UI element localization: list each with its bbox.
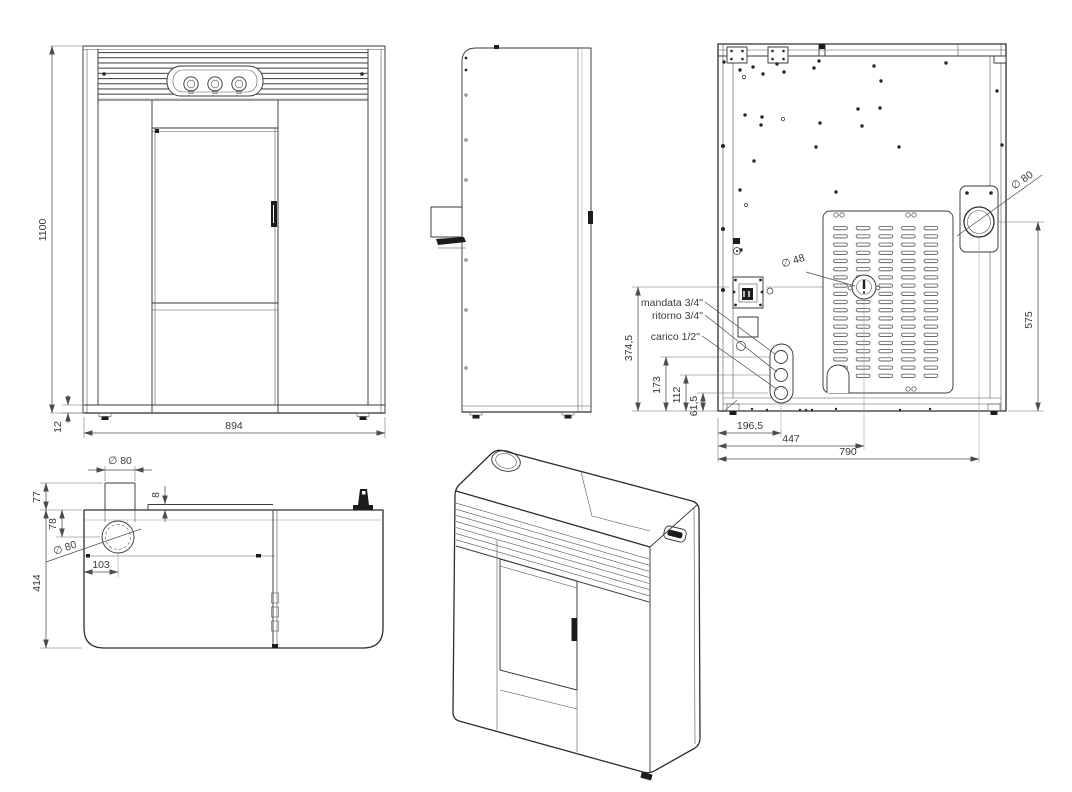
dim-smoke-offset: 447 bbox=[782, 433, 800, 445]
front-feet bbox=[98, 412, 370, 420]
dim-front-height: 1100 bbox=[37, 219, 49, 242]
top-outline bbox=[83, 509, 384, 649]
top-view: ∅ 80 77 78 ∅ 80 103 414 8 bbox=[31, 455, 384, 649]
cable-cutout bbox=[826, 364, 850, 393]
dim-flue-offset: 790 bbox=[839, 446, 857, 458]
mandata-pipe bbox=[774, 350, 788, 364]
dim-flue-center-from-rear: 78 bbox=[47, 518, 59, 530]
dim-depth: 414 bbox=[31, 574, 43, 592]
rear-screws bbox=[721, 59, 1004, 412]
label-ritorno: ritorno 3/4" bbox=[652, 310, 703, 322]
dim-flue-center-from-left: 103 bbox=[92, 559, 110, 571]
side-door-handle bbox=[588, 211, 593, 224]
control-knob bbox=[183, 76, 199, 94]
rear-labels: mandata 3/4" ritorno 3/4" carico 1/2" ∅ … bbox=[641, 169, 1043, 391]
rear-hinges bbox=[726, 46, 1007, 64]
front-view: 1100 12 894 bbox=[37, 45, 386, 438]
dim-flue-diameter-top: ∅ 80 bbox=[108, 455, 132, 467]
iso-outline bbox=[452, 449, 701, 774]
label-smoke-diameter: ∅ 48 bbox=[780, 252, 806, 270]
side-rear-screws bbox=[464, 56, 468, 370]
control-knob bbox=[231, 76, 247, 94]
rear-view: mandata 3/4" ritorno 3/4" carico 1/2" ∅ … bbox=[623, 43, 1044, 463]
dim-mandata-height: 173 bbox=[651, 376, 663, 394]
side-rear-box bbox=[430, 206, 463, 238]
side-rear-handle bbox=[436, 237, 466, 245]
dim-flue-height: 575 bbox=[1023, 311, 1035, 329]
dim-pipes-offset: 196,5 bbox=[737, 420, 763, 432]
rear-feet bbox=[726, 403, 1001, 415]
air-opening bbox=[737, 316, 759, 338]
dim-flue-stub: 77 bbox=[31, 491, 43, 503]
ritorno-pipe bbox=[774, 368, 788, 382]
top-flue-stub bbox=[101, 482, 136, 554]
dim-front-width: 894 bbox=[225, 420, 243, 432]
dim-carico-height: 61,5 bbox=[688, 396, 700, 417]
top-door-handle bbox=[353, 489, 373, 510]
front-control-panel bbox=[166, 65, 264, 97]
side-outline bbox=[461, 47, 592, 413]
drain-knob bbox=[736, 341, 746, 351]
rear-dimensions: 374,5 173 112 61,5 196,5 447 790 575 bbox=[623, 221, 1044, 463]
isometric-view bbox=[452, 449, 701, 781]
rear-louver-panel bbox=[822, 210, 954, 394]
top-dimensions: ∅ 80 77 78 ∅ 80 103 414 8 bbox=[31, 455, 168, 649]
label-carico: carico 1/2" bbox=[651, 331, 701, 343]
dim-flue-diameter-plan: ∅ 80 bbox=[52, 539, 79, 558]
smoke-inlet bbox=[847, 274, 881, 300]
iso-louver-band bbox=[455, 502, 650, 603]
power-socket bbox=[732, 238, 774, 351]
front-dimensions: 1100 12 894 bbox=[37, 45, 386, 438]
dim-ritorno-height: 112 bbox=[671, 386, 683, 403]
front-door bbox=[151, 100, 279, 413]
dim-lid-gap: 8 bbox=[150, 492, 162, 498]
iso-foot bbox=[640, 771, 653, 781]
rear-outline bbox=[717, 43, 1007, 413]
dim-front-plinth: 12 bbox=[52, 421, 64, 433]
dim-smoke-height: 374,5 bbox=[623, 335, 635, 361]
iso-door bbox=[499, 558, 578, 752]
iso-door-handle bbox=[571, 618, 577, 641]
iso-top-face bbox=[491, 450, 651, 532]
control-knob bbox=[207, 76, 223, 94]
side-feet bbox=[469, 411, 575, 419]
front-outline bbox=[82, 45, 386, 414]
label-mandata: mandata 3/4" bbox=[641, 297, 703, 309]
iso-side-handle bbox=[663, 525, 687, 543]
side-view bbox=[430, 45, 593, 419]
